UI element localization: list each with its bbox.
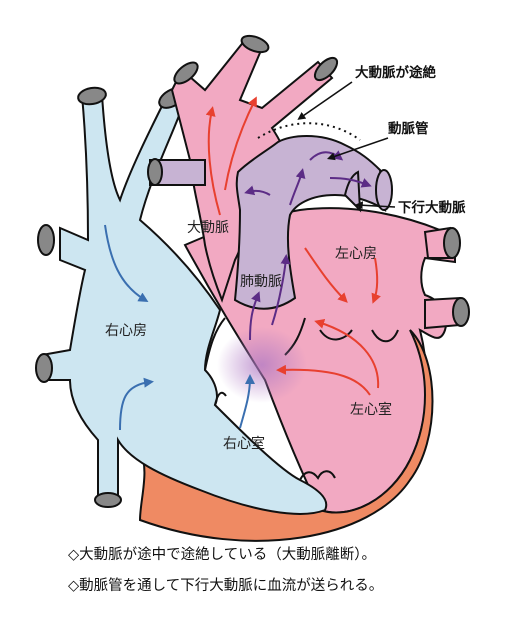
- vessel-cap: [452, 297, 470, 327]
- label-right-atrium: 右心房: [105, 323, 147, 339]
- vessel-cap: [375, 169, 393, 211]
- vessel-cap: [147, 158, 163, 186]
- label-left-atrium: 左心房: [335, 246, 377, 262]
- label-pulmonary-artery: 肺動脈: [240, 274, 282, 290]
- septal-defect-glow: [217, 327, 307, 403]
- callout-interruption: 大動脈が途絶: [355, 64, 436, 81]
- vessel-cap: [240, 34, 270, 54]
- blood-flow-arrows: [104, 96, 381, 431]
- caption-line-1: ◇大動脈が途中で途絶している（大動脈離断）。: [68, 547, 376, 563]
- label-aorta: 大動脈: [187, 220, 229, 236]
- interruption-pointer: [297, 81, 353, 120]
- vessel-cap: [173, 61, 199, 85]
- callout-descending-aorta: 下行大動脈: [398, 199, 466, 216]
- label-right-ventricle: 右心室: [223, 435, 265, 452]
- caption-line-2: ◇動脈管を通して下行大動脈に血流が送られる。: [68, 578, 384, 594]
- interrupted-aorta-dotted: [257, 122, 361, 141]
- vessel-cap: [313, 56, 339, 82]
- vessel-cap: [443, 227, 461, 259]
- vessel-cap: [37, 224, 55, 256]
- callout-pointers: [297, 81, 396, 210]
- callout-ductus: 動脈管: [388, 120, 429, 137]
- descending-aorta-pointer: [354, 201, 396, 210]
- ductus-pointer: [326, 137, 389, 161]
- vessel-cap: [35, 353, 53, 383]
- pulmonary-veins: [423, 226, 470, 330]
- label-left-ventricle: 左心室: [350, 401, 392, 418]
- vessel-cap: [77, 86, 107, 106]
- vessel-cap: [94, 492, 122, 508]
